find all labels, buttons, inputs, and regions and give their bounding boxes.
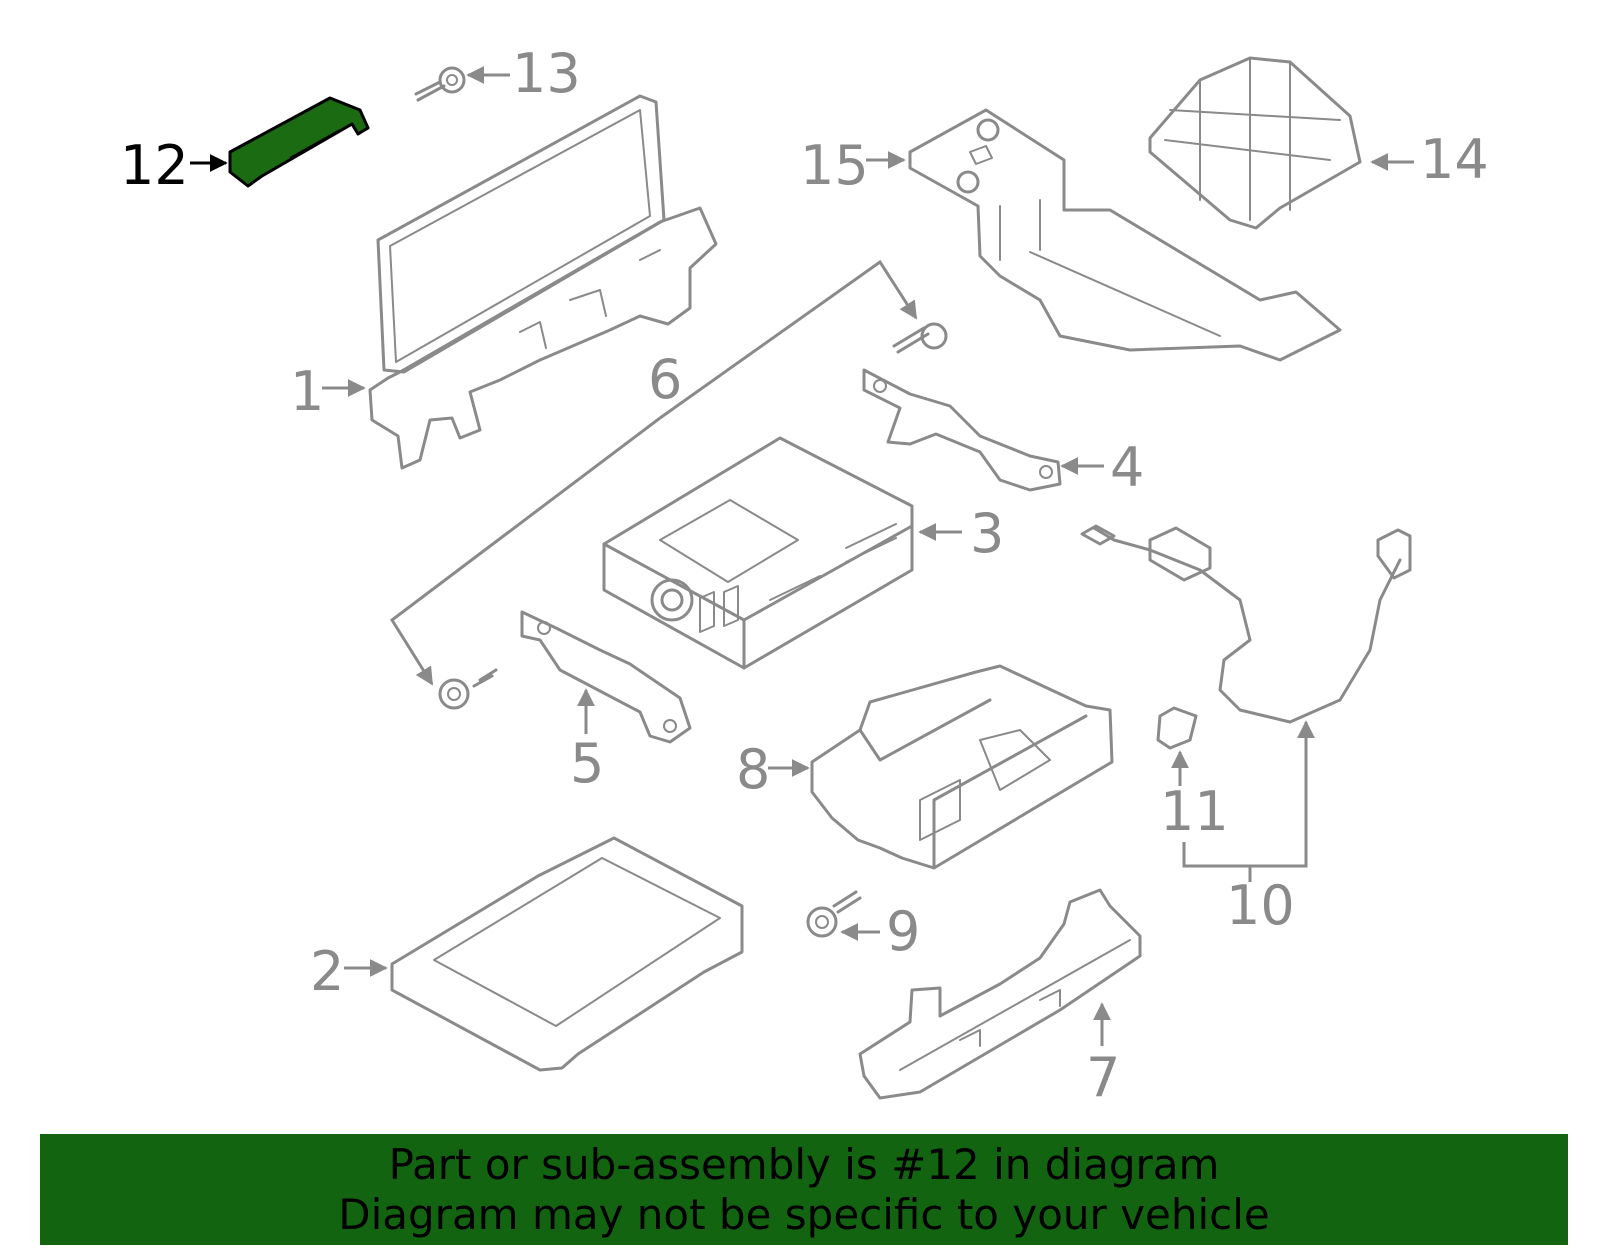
callout-15[interactable]: 15 [800, 134, 869, 197]
callout-7[interactable]: 7 [1086, 1046, 1120, 1109]
part-5-bracket[interactable] [520, 610, 692, 744]
info-banner: Part or sub-assembly is #12 in diagram D… [40, 1134, 1568, 1245]
banner-line-2: Diagram may not be specific to your vehi… [338, 1189, 1270, 1239]
callout-11[interactable]: 11 [1160, 780, 1229, 843]
callout-2[interactable]: 2 [310, 940, 344, 1003]
part-3-unit[interactable] [602, 436, 914, 670]
callout-10[interactable]: 10 [1226, 874, 1295, 937]
leader-10 [1182, 720, 1315, 868]
part-11-clip[interactable] [1156, 706, 1198, 750]
callout-4[interactable]: 4 [1110, 436, 1144, 499]
callout-1[interactable]: 1 [290, 360, 324, 423]
part-14-module[interactable] [1148, 56, 1362, 230]
callout-6[interactable]: 6 [648, 348, 682, 411]
part-13-screw[interactable] [414, 66, 466, 102]
part-2-tray[interactable] [390, 836, 744, 1072]
part-4-bracket[interactable] [862, 368, 1062, 492]
callout-14[interactable]: 14 [1420, 128, 1489, 191]
callout-3[interactable]: 3 [970, 502, 1004, 565]
callout-9[interactable]: 9 [886, 900, 920, 963]
part-1-display[interactable] [368, 94, 718, 470]
part-15-bracket[interactable] [908, 108, 1342, 362]
part-10-harness[interactable] [1080, 524, 1412, 724]
part-7-bracket[interactable] [858, 888, 1142, 1100]
callout-8[interactable]: 8 [736, 738, 770, 801]
part-8-cradle[interactable] [810, 664, 1114, 870]
part-9-screw[interactable] [806, 890, 862, 938]
callout-12[interactable]: 12 [120, 134, 189, 197]
banner-line-1: Part or sub-assembly is #12 in diagram [388, 1139, 1220, 1189]
callout-5[interactable]: 5 [570, 732, 604, 795]
callout-13[interactable]: 13 [512, 42, 581, 105]
part-6-screws[interactable] [389, 259, 948, 710]
part-12-cover[interactable] [228, 96, 370, 188]
